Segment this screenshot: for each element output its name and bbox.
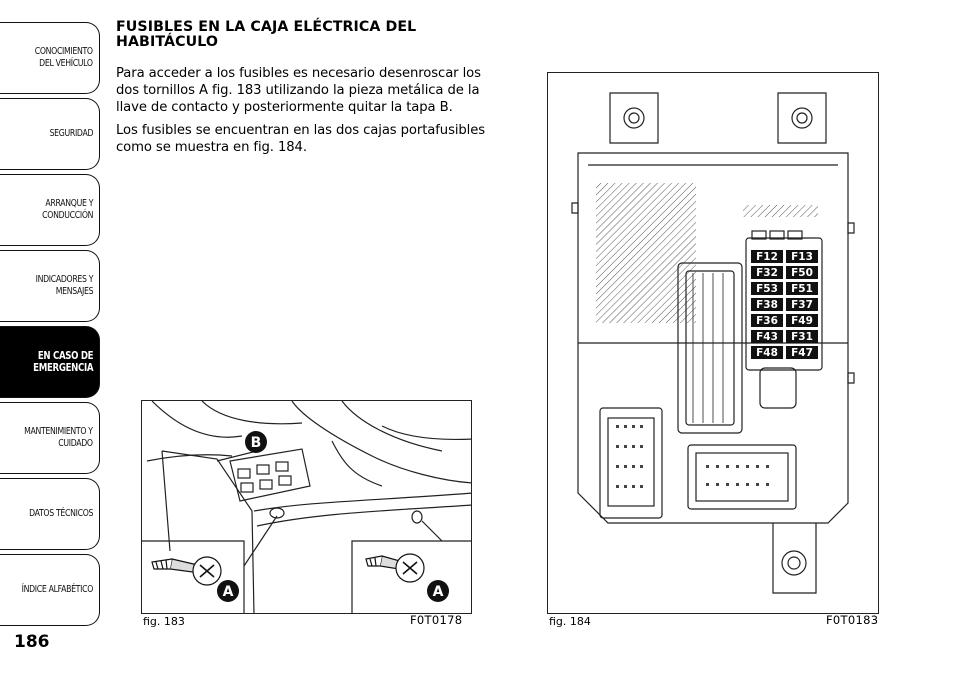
fuse-label: F43 — [756, 331, 778, 343]
page-number: 186 — [14, 632, 50, 652]
fuse-label: F31 — [791, 331, 813, 343]
paragraph: Para acceder a los fusibles es necesario… — [116, 66, 481, 115]
label-b: B — [251, 435, 262, 451]
fuse-slot — [786, 346, 818, 359]
fuse-label: F13 — [791, 251, 813, 263]
fuse-slot — [786, 298, 818, 311]
tab-label: DATOS TÉCNICOS — [28, 508, 93, 519]
fuse-slot — [751, 282, 783, 295]
figure-184: F12 F13 F32 F50 F53 F51 F38 F37 F36 F49 … — [547, 72, 879, 614]
fuse-slot — [786, 250, 818, 263]
tab-label: ARRANQUE Y CONDUCCIÓN — [42, 198, 93, 221]
fuse-label: F47 — [791, 347, 813, 359]
tab-emergencia[interactable]: EN CASO DE EMERGENCIA — [0, 326, 100, 398]
figure-code: F0T0178 — [410, 613, 463, 627]
fuse-label: F32 — [756, 267, 778, 279]
fuse-label: F51 — [791, 283, 813, 295]
fuse-label: F50 — [791, 267, 813, 279]
fuse-slot — [751, 266, 783, 279]
tab-arranque[interactable]: ARRANQUE Y CONDUCCIÓN — [0, 174, 100, 246]
chapter-tabs: CONOCIMIENTO DEL VEHÍCULO SEGURIDAD ARRA… — [0, 22, 100, 630]
fuse-slot — [751, 298, 783, 311]
tab-label: CONOCIMIENTO DEL VEHÍCULO — [35, 46, 93, 69]
tab-seguridad[interactable]: SEGURIDAD — [0, 98, 100, 170]
figure-caption: fig. 184 — [549, 615, 591, 628]
tab-indice[interactable]: ÍNDICE ALFABÉTICO — [0, 554, 100, 626]
fuse-slot — [786, 330, 818, 343]
tab-label: ÍNDICE ALFABÉTICO — [21, 584, 94, 595]
fuse-label: F48 — [756, 347, 778, 359]
figure-code: F0T0183 — [826, 613, 879, 627]
fuse-label: F38 — [756, 299, 778, 311]
fuse-slot — [751, 330, 783, 343]
fuse-box-illustration: F12 F13 F32 F50 F53 F51 F38 F37 F36 F49 … — [571, 92, 855, 594]
label-a-right: A — [433, 584, 444, 600]
fuse-slot — [786, 282, 818, 295]
tab-label: EN CASO DE EMERGENCIA — [32, 350, 93, 374]
tab-label: INDICADORES Y MENSAJES — [35, 274, 93, 297]
fuse-slot — [786, 266, 818, 279]
fuse-slot — [751, 346, 783, 359]
paragraph: Los fusibles se encuentran en las dos ca… — [116, 123, 486, 155]
tab-datos-tecnicos[interactable]: DATOS TÉCNICOS — [0, 478, 100, 550]
fuse-label: F12 — [756, 251, 778, 263]
figure-caption: fig. 183 — [143, 615, 185, 628]
fuse-label: F36 — [756, 315, 778, 327]
dashboard-illustration: B A A — [142, 401, 471, 613]
tab-conocimiento[interactable]: CONOCIMIENTO DEL VEHÍCULO — [0, 22, 100, 94]
label-a-left: A — [223, 584, 234, 600]
fuse-slot — [751, 314, 783, 327]
fuse-slot — [786, 314, 818, 327]
figure-183: B A A — [141, 400, 472, 614]
fuse-slot — [751, 250, 783, 263]
tab-mantenimiento[interactable]: MANTENIMIENTO Y CUIDADO — [0, 402, 100, 474]
section-heading: FUSIBLES EN LA CAJA ELÉCTRICA DEL HABITÁ… — [116, 19, 417, 50]
fuse-label: F37 — [791, 299, 813, 311]
tab-label: MANTENIMIENTO Y CUIDADO — [24, 426, 93, 449]
tab-indicadores[interactable]: INDICADORES Y MENSAJES — [0, 250, 100, 322]
fuse-label: F53 — [756, 283, 778, 295]
tab-label: SEGURIDAD — [49, 128, 93, 139]
fuse-label: F49 — [791, 315, 813, 327]
